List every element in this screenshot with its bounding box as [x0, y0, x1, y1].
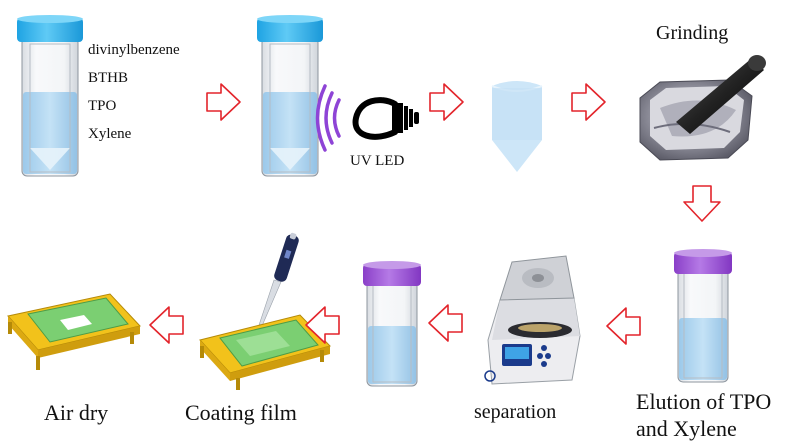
pipette-icon — [256, 232, 299, 339]
arrow-left-1 — [606, 307, 641, 345]
reagent-label: TPO — [88, 98, 117, 114]
purple-cap — [674, 252, 732, 274]
centrifuge-icon — [484, 255, 581, 385]
reagent-label: BTHB — [88, 70, 129, 86]
cured-polymer-cone — [491, 81, 543, 172]
separation-label: separation — [474, 401, 557, 423]
mortar-and-pestle-icon — [639, 55, 766, 161]
arrow-left-3 — [305, 306, 340, 344]
arrow-left-4 — [149, 306, 184, 344]
vial-uv-curing — [257, 15, 323, 177]
uv-led-icon — [315, 84, 419, 152]
arrow-down — [683, 185, 721, 222]
arrow-right-2 — [429, 83, 464, 121]
elution-label-line2: and Xylene — [636, 416, 737, 441]
air-dry-label: Air dry — [44, 400, 109, 425]
grinding-label: Grinding — [656, 22, 729, 44]
arrow-right-1 — [206, 83, 241, 121]
arrow-right-3 — [571, 83, 606, 121]
reagent-label: Xylene — [88, 126, 132, 142]
vial-elution — [674, 249, 732, 383]
vial-separation — [363, 261, 421, 387]
air-dry-board — [7, 293, 141, 370]
coating-board — [199, 314, 331, 390]
uv-led-label: UV LED — [350, 153, 405, 169]
arrow-left-2 — [428, 304, 463, 342]
vial-reagents — [17, 15, 83, 177]
coating-film-label: Coating film — [185, 400, 297, 425]
purple-cap — [363, 264, 421, 286]
blue-cap — [257, 18, 323, 42]
blue-cap — [17, 18, 83, 42]
reagent-label: divinylbenzene — [88, 42, 180, 58]
elution-label-line1: Elution of TPO — [636, 389, 772, 414]
